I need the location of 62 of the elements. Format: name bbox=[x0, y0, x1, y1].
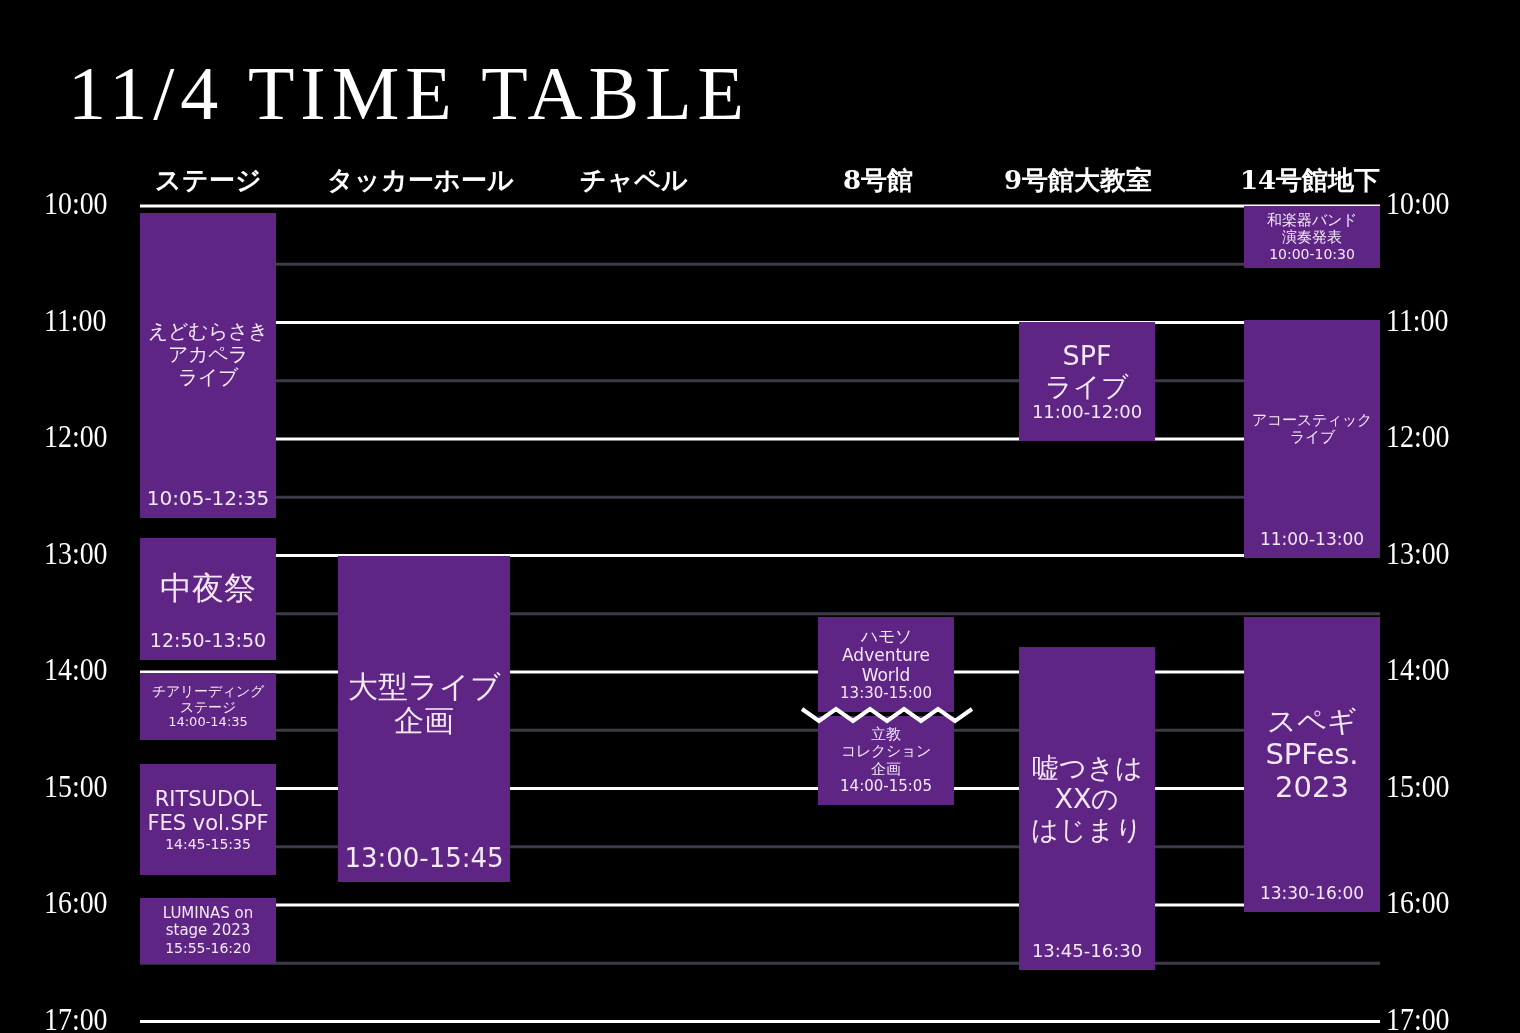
event-title: チアリーディングステージ bbox=[152, 682, 264, 716]
event-box bbox=[140, 538, 276, 660]
page-title: 11/4 TIME TABLE bbox=[68, 50, 751, 137]
event-box bbox=[818, 716, 954, 805]
event-time: 13:30-15:00 bbox=[840, 685, 932, 703]
event-box bbox=[1244, 320, 1380, 558]
event-time: 11:00-13:00 bbox=[1259, 530, 1365, 550]
hour-label: 12:00 bbox=[44, 419, 108, 455]
event-box bbox=[140, 213, 276, 518]
event-title: えどむらさきアカペラライブ bbox=[148, 317, 268, 391]
hour-label: 17:00 bbox=[44, 1001, 108, 1033]
hour-label: 17:00 bbox=[1386, 1001, 1450, 1033]
event-title: 和楽器バンド演奏発表 bbox=[1267, 211, 1357, 247]
hour-label: 10:00 bbox=[1386, 186, 1450, 222]
event-time: 13:30-16:00 bbox=[1259, 884, 1365, 904]
event-title: 嘘つきはXXのはじまり bbox=[1031, 750, 1143, 847]
hour-label: 14:00 bbox=[44, 652, 108, 688]
hour-label: 16:00 bbox=[44, 885, 108, 921]
event-box bbox=[1244, 617, 1380, 912]
event-title: RITSUDOL FES vol.SPF bbox=[146, 787, 270, 836]
event-title: SPF ライブ bbox=[1044, 340, 1130, 403]
hour-label: 13:00 bbox=[1386, 535, 1450, 572]
event-box bbox=[1244, 206, 1380, 268]
hour-label: 13:00 bbox=[44, 535, 108, 572]
event-title: アコースティックライブ bbox=[1252, 409, 1372, 449]
event-time: 13:00-15:45 bbox=[344, 844, 504, 874]
column-header: ステージ bbox=[154, 164, 262, 197]
hour-label: 14:00 bbox=[1386, 652, 1450, 688]
event-time: 14:00-14:35 bbox=[168, 715, 248, 731]
hour-label: 12:00 bbox=[1386, 419, 1450, 455]
event-title: スペギ SPFes. 2023 bbox=[1264, 702, 1360, 807]
event-time: 10:00-10:30 bbox=[1269, 246, 1355, 263]
event-time: 10:05-12:35 bbox=[146, 487, 270, 510]
event-time: 14:45-15:35 bbox=[165, 835, 251, 852]
event-box bbox=[140, 898, 276, 963]
event-box bbox=[1019, 647, 1155, 970]
column-header: チャペル bbox=[580, 164, 688, 197]
hour-label: 16:00 bbox=[1386, 885, 1450, 921]
hour-label: 10:00 bbox=[44, 186, 108, 222]
event-time: 14:00-15:05 bbox=[840, 777, 932, 795]
hour-label: 15:00 bbox=[44, 768, 108, 805]
event-time: 12:50-13:50 bbox=[149, 630, 267, 652]
hour-label: 11:00 bbox=[44, 302, 107, 339]
event-title: 立教コレクション企画 bbox=[841, 726, 931, 778]
event-time: 15:55-16:20 bbox=[165, 939, 251, 956]
column-header: 8号館 bbox=[842, 164, 914, 197]
column-header: タッカーホール bbox=[326, 164, 514, 197]
column-header: 9号館大教室 bbox=[1003, 164, 1153, 197]
event-box bbox=[338, 556, 510, 882]
event-time: 11:00-12:00 bbox=[1031, 402, 1143, 423]
event-title: LUMINAS on stage 2023 bbox=[161, 905, 255, 940]
event-title: 大型ライブ企画 bbox=[347, 667, 501, 741]
event-box bbox=[1019, 322, 1155, 441]
event-title: 中夜祭 bbox=[160, 567, 256, 609]
event-box bbox=[140, 764, 276, 875]
event-title: ハモソ Adventure World bbox=[841, 626, 931, 686]
event-box bbox=[140, 673, 276, 740]
event-box bbox=[818, 617, 954, 712]
hour-label: 11:00 bbox=[1386, 302, 1449, 339]
column-header: 14号館地下 bbox=[1239, 164, 1381, 197]
hour-label: 15:00 bbox=[1386, 768, 1450, 805]
event-time: 13:45-16:30 bbox=[1031, 941, 1143, 962]
